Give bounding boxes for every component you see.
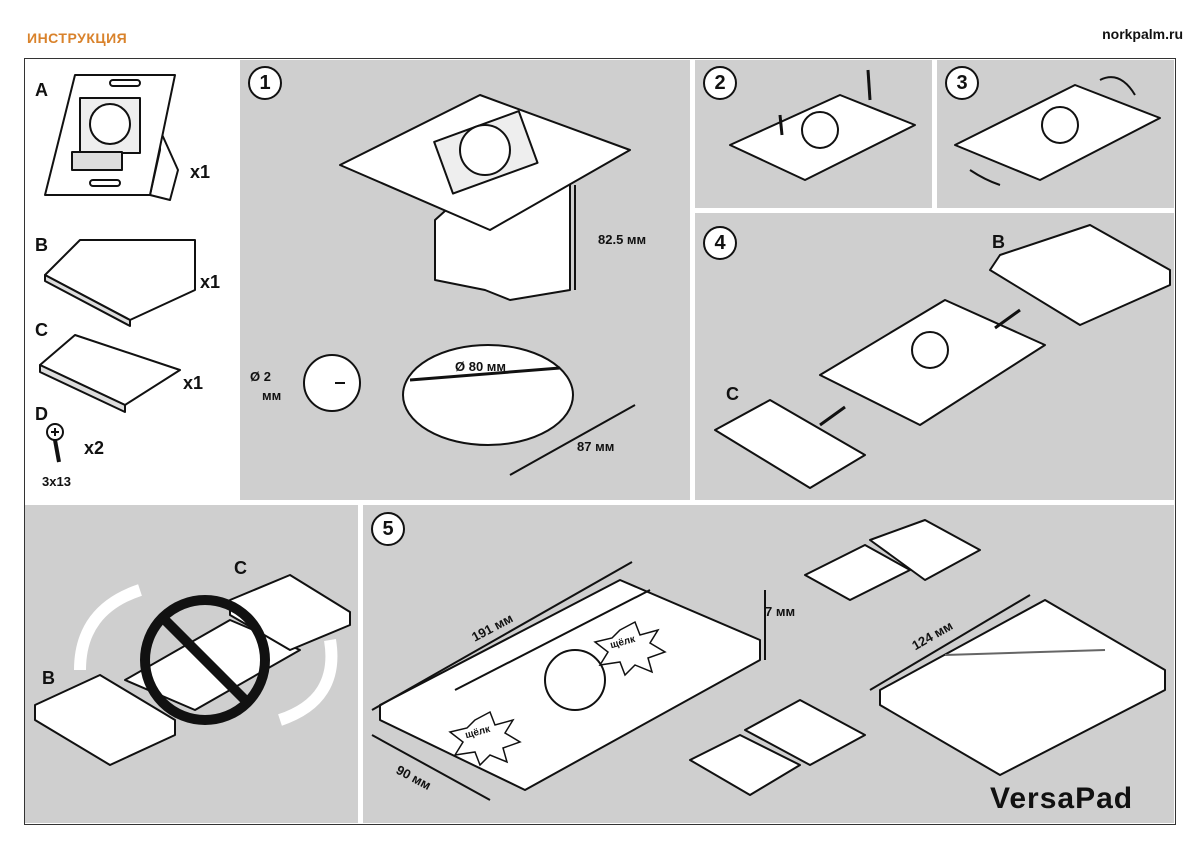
step4-cover-c-icon (714, 399, 866, 489)
dim-hole-a: Ø 2 (250, 369, 271, 384)
step2-screw-icon (729, 69, 916, 181)
site-url[interactable]: norkpalm.ru (1102, 26, 1183, 42)
part-a-qty: x1 (190, 162, 211, 182)
step5-number: 5 (371, 512, 405, 546)
step4-cover-b-icon (989, 224, 1171, 326)
warn-label-b: B (42, 668, 55, 688)
screw-icon (46, 423, 64, 463)
part-d-qty: x2 (84, 438, 105, 458)
part-a-bracket-icon (44, 74, 179, 201)
step4-number: 4 (703, 226, 737, 260)
brand-logo: VersaPad (990, 782, 1134, 815)
step4-label-b: B (992, 232, 1005, 252)
header-title: ИНСТРУКЦИЯ (27, 30, 128, 46)
step3-align-icon (954, 76, 1161, 186)
step1-number: 1 (248, 66, 282, 100)
step1-zoom-circle (303, 354, 361, 412)
part-b-qty: x1 (200, 272, 221, 292)
step4-label-c: C (726, 384, 739, 404)
step2-number: 2 (703, 66, 737, 100)
dim-height: 82.5 мм (598, 232, 647, 247)
warn-label-c: C (234, 558, 247, 578)
part-b-cover-icon (44, 239, 196, 321)
part-c-cover-icon (39, 334, 181, 406)
part-c-qty: x1 (183, 373, 204, 393)
dim-cut: 87 мм (577, 439, 615, 454)
no-entry-icon (140, 595, 270, 725)
dim-hole-b: мм (262, 388, 282, 403)
click-burst-1 (593, 620, 667, 677)
part-c-letter: C (35, 320, 48, 340)
dim-thick: 7 мм (765, 604, 796, 619)
step5-large-pad-icon (879, 599, 1166, 776)
warn-cover-b-icon (34, 674, 176, 766)
part-d-letter: D (35, 404, 48, 424)
outer-frame (24, 58, 1176, 825)
part-d-note: 3x13 (42, 474, 71, 489)
step1-socket-icon (339, 94, 631, 301)
click-burst-2 (448, 710, 522, 767)
dim-diameter: Ø 80 мм (455, 359, 507, 374)
part-b-letter: B (35, 235, 48, 255)
step3-number: 3 (945, 66, 979, 100)
part-a-letter: A (35, 80, 48, 100)
